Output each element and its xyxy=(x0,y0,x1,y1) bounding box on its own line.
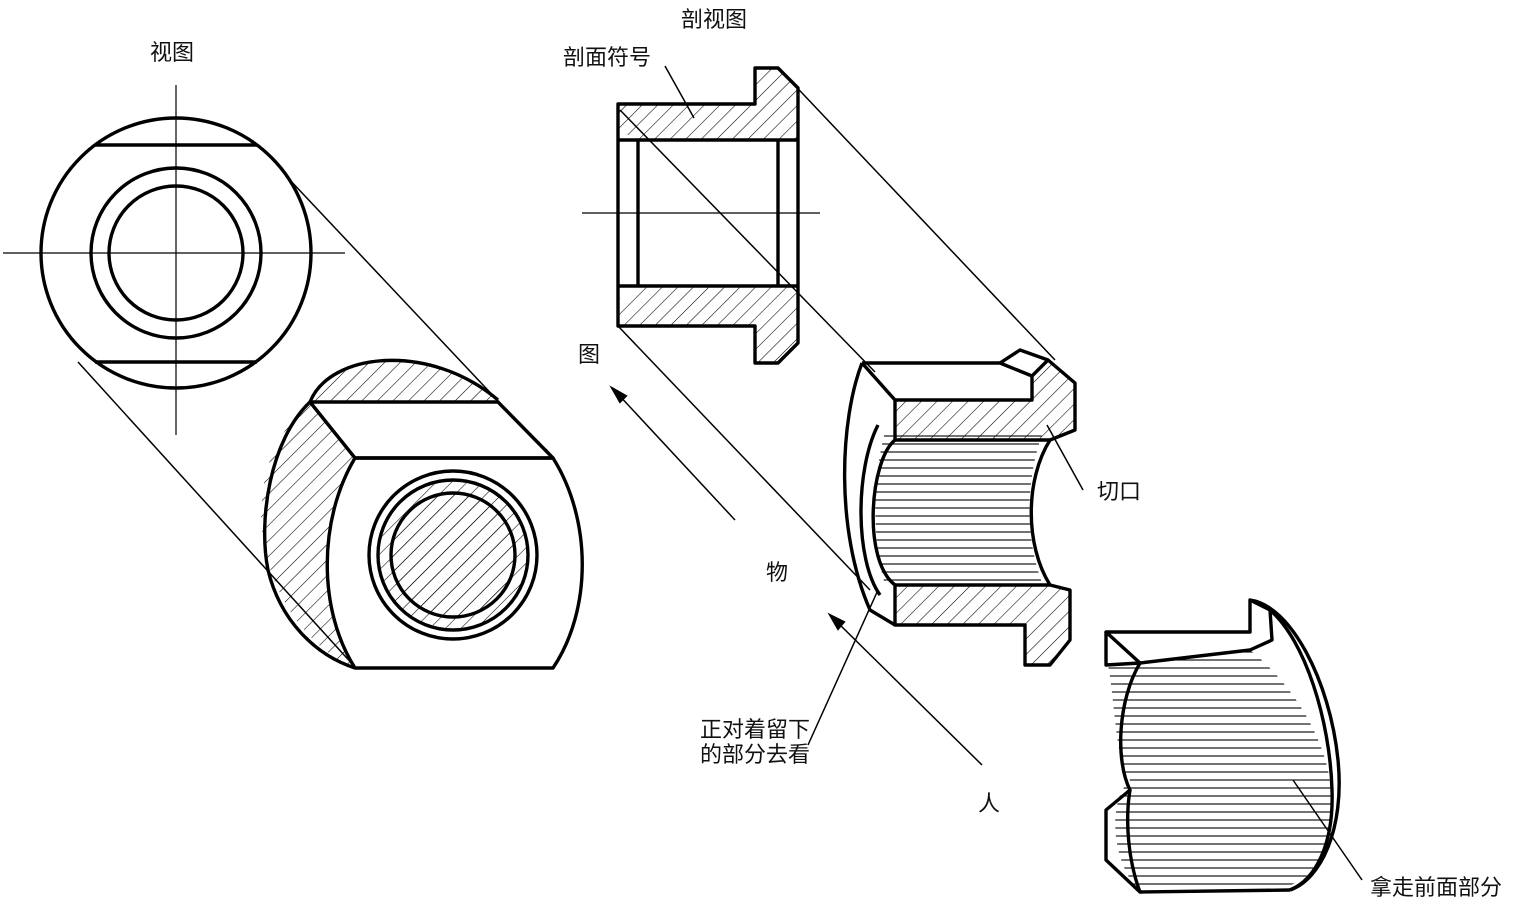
cut-leader xyxy=(1046,424,1084,491)
label-view: 视图 xyxy=(150,41,195,66)
removed-part xyxy=(1104,598,1341,894)
label-section-view: 剖视图 xyxy=(681,8,748,33)
label-person: 人 xyxy=(978,792,1001,817)
cut-object xyxy=(842,348,1077,667)
remove-front-leader xyxy=(1292,779,1363,881)
projection-lines-right xyxy=(617,74,1056,591)
label-object: 物 xyxy=(766,561,789,586)
section-view xyxy=(582,66,820,365)
label-figure: 图 xyxy=(578,343,601,368)
front-view xyxy=(3,85,345,435)
view-direction-arrow-lower xyxy=(827,612,983,766)
label-remove-front: 拿走前面部分 xyxy=(1370,876,1503,901)
label-view-remaining: 正对着留下 的部分去看 xyxy=(700,718,811,769)
section-symbol-leader xyxy=(664,65,695,119)
label-section-symbol: 剖面符号 xyxy=(563,46,652,71)
label-cut: 切口 xyxy=(1097,480,1142,505)
view-direction-arrow-upper xyxy=(609,385,736,521)
isometric-object xyxy=(261,358,584,670)
view-remaining-leader xyxy=(807,589,879,746)
